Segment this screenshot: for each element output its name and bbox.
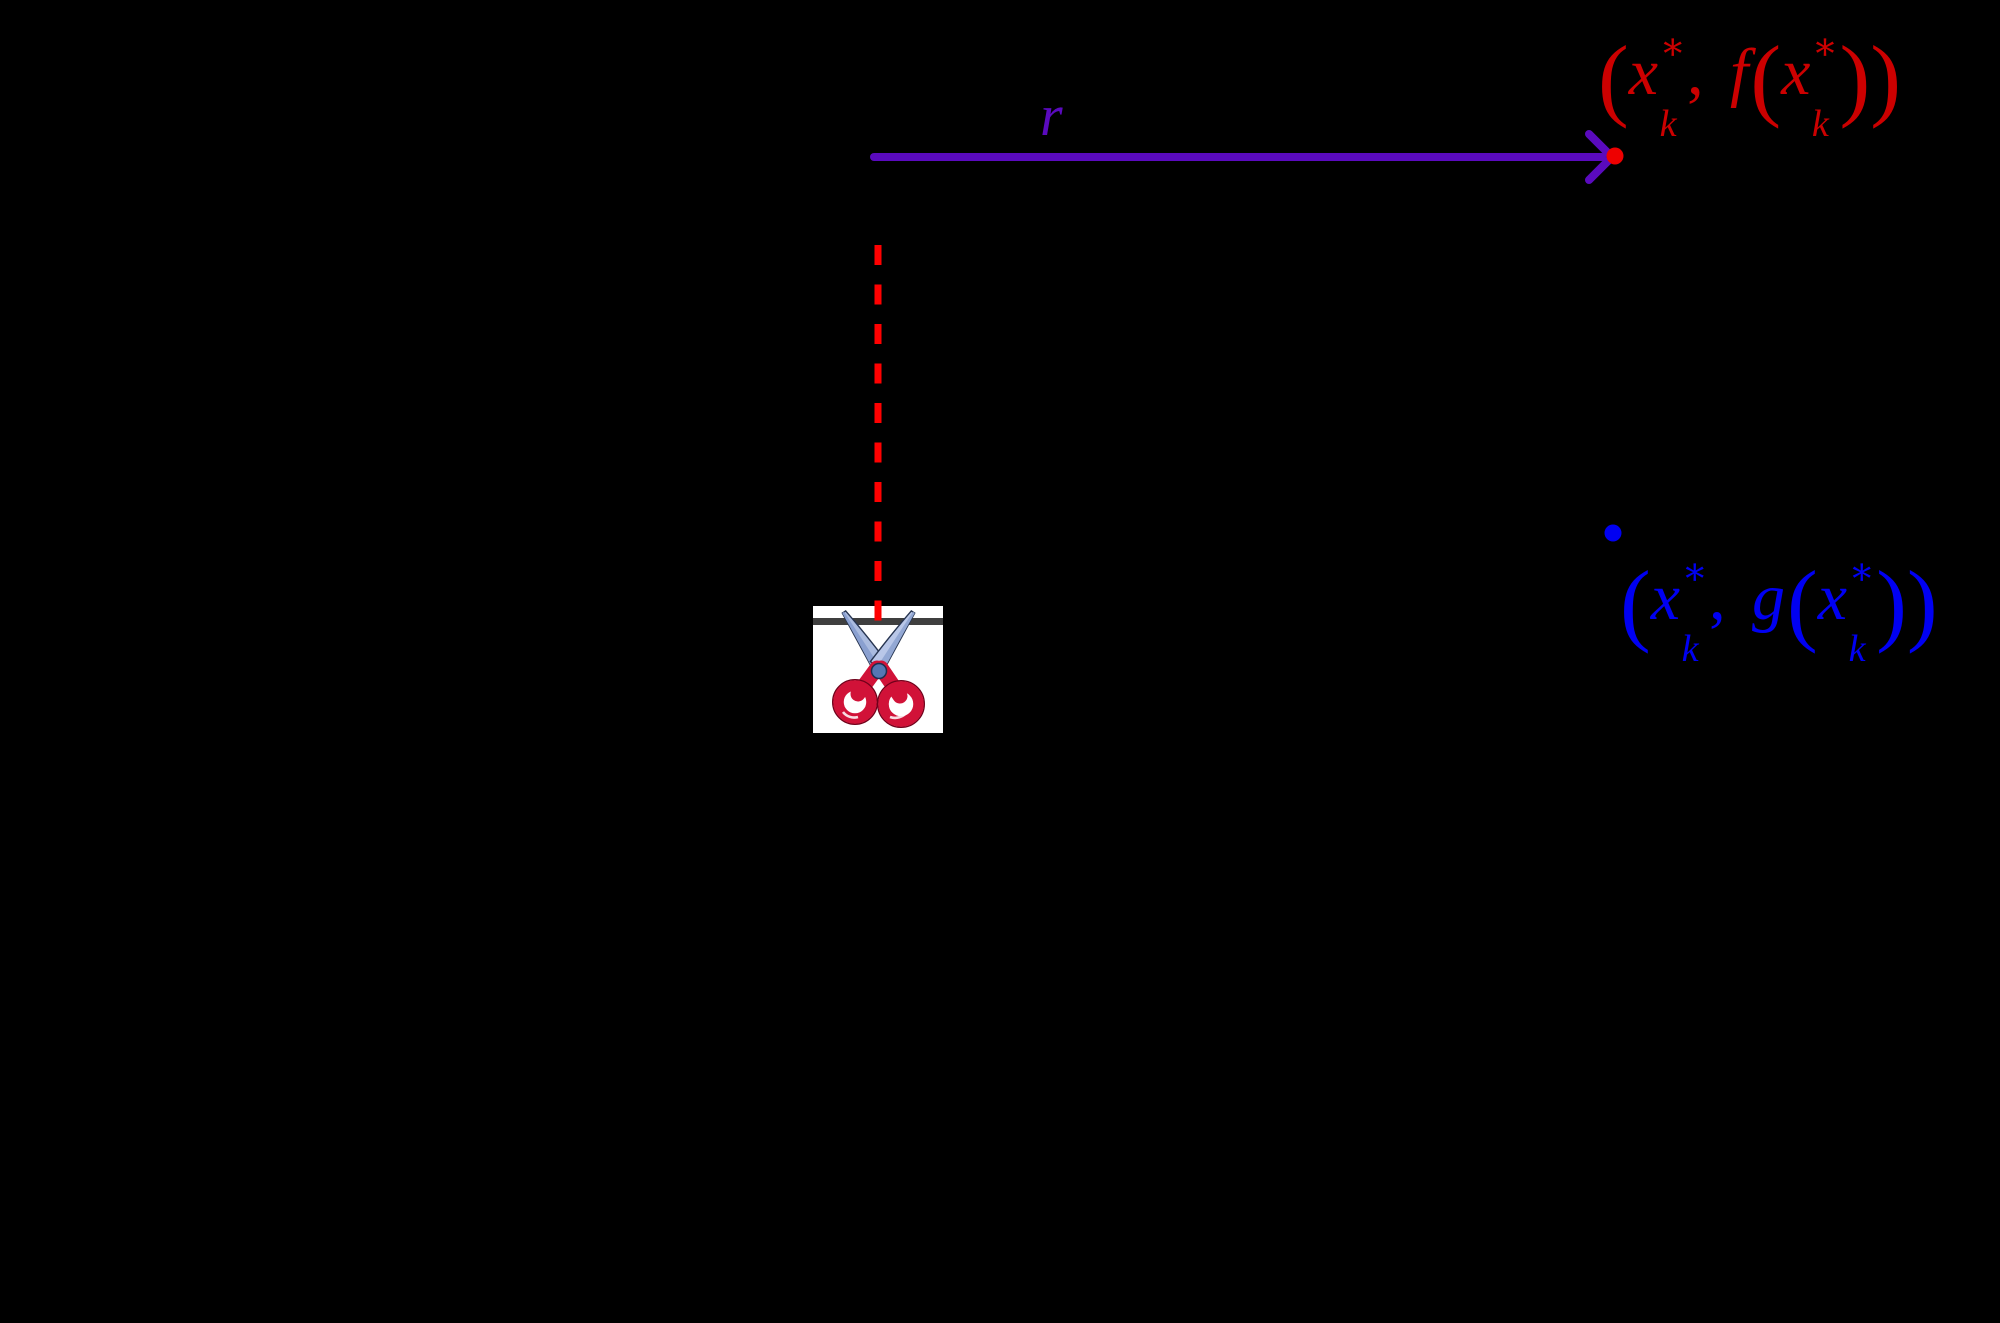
cut-bar [813, 618, 943, 625]
g-label-var: x [1650, 561, 1681, 634]
g-label-close-inner: ) [1876, 551, 1907, 654]
scissors-blade-right-shade [877, 611, 915, 671]
scissors-handle-right-outline [877, 680, 926, 729]
g-label-var2: x [1817, 561, 1848, 634]
f-label-close-inner: ) [1839, 26, 1871, 129]
g-label-open-inner: ( [1786, 551, 1818, 654]
scissors-highlight-left [841, 711, 859, 719]
radius-label: r [1040, 87, 1063, 145]
f-point-dot [1606, 147, 1624, 165]
g-label-open-outer: ( [1620, 551, 1651, 654]
f-label-open-inner: ( [1750, 26, 1782, 129]
scissors-icon [832, 609, 926, 729]
f-label-supsub2: ∗k [1812, 27, 1838, 143]
f-label-sub2: k [1811, 103, 1829, 146]
g-point-label: (x∗k,g(x∗k)) [1620, 552, 1938, 668]
scissors-blade-right [869, 609, 916, 672]
f-point-label: (x∗k,f(x∗k)) [1598, 27, 1901, 143]
f-label-var2: x [1781, 36, 1811, 109]
f-label-open-outer: ( [1598, 26, 1629, 129]
g-label-supsub2: ∗k [1849, 552, 1875, 668]
g-point-dot [1604, 524, 1622, 542]
radius-label-text: r [1040, 83, 1063, 148]
g-label-sub: k [1681, 628, 1699, 671]
f-label-sup: ∗ [1659, 24, 1686, 70]
f-label-close-outer: ) [1870, 26, 1902, 129]
scissors-blade-left-shade [842, 611, 880, 671]
scissors-handle-right [878, 681, 924, 727]
f-label-func: f [1730, 36, 1749, 109]
g-label-func: g [1752, 561, 1786, 634]
g-label-sup2: ∗ [1848, 549, 1875, 595]
f-label-comma: , [1687, 36, 1704, 109]
scissors-pivot [870, 662, 888, 680]
scissors-highlight-right [889, 711, 909, 720]
f-label-sup2: ∗ [1811, 24, 1838, 70]
g-label-sup: ∗ [1681, 549, 1708, 595]
g-label-supsub: ∗k [1682, 552, 1708, 668]
g-label-close-outer: ) [1906, 551, 1938, 654]
g-label-sub2: k [1848, 628, 1866, 671]
f-label-sub: k [1659, 103, 1677, 146]
f-label-supsub: ∗k [1660, 27, 1686, 143]
f-label-var: x [1628, 36, 1659, 109]
g-label-comma: , [1709, 561, 1726, 634]
